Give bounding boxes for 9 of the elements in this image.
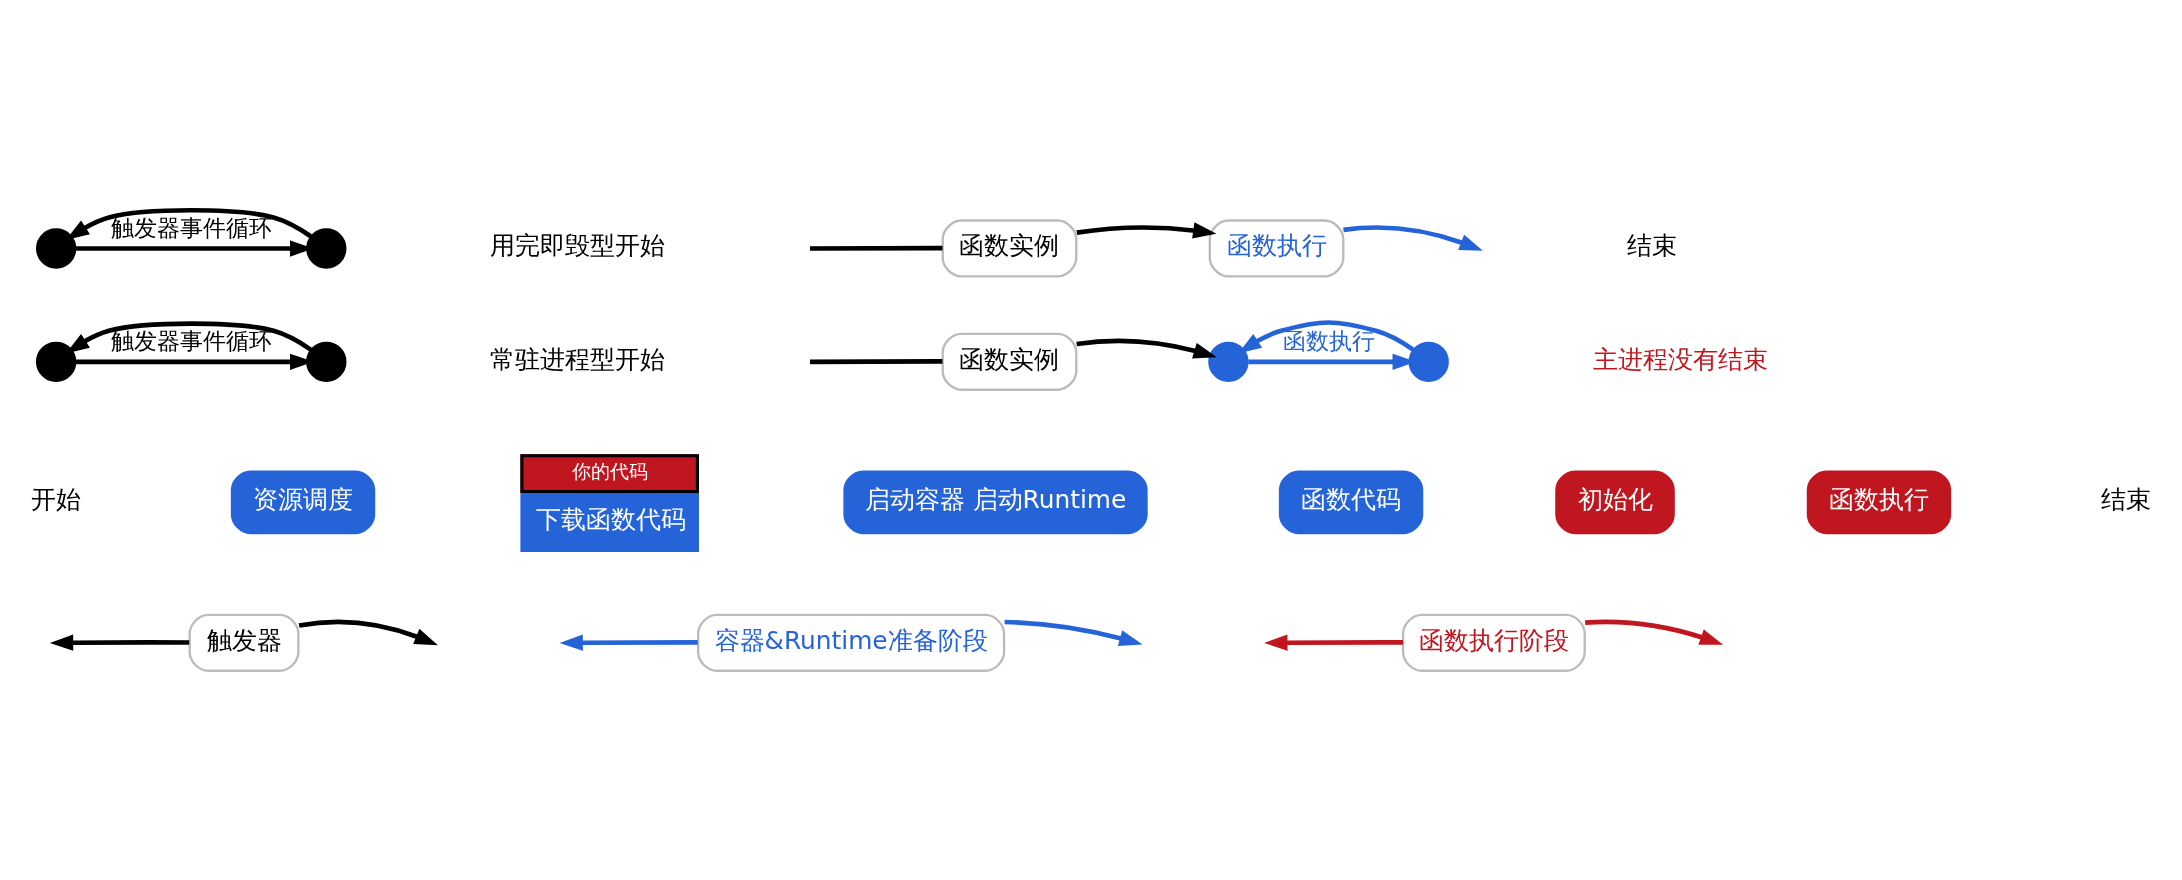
edge-label: 函数执行 [1282,326,1375,354]
node-text: 主进程没有结束 [1592,344,1768,374]
node-text: 结束 [1627,230,1678,260]
node-text: 常驻进程型开始 [490,344,666,374]
node-text: 结束 [2100,484,2151,514]
node-text: 开始 [31,484,82,514]
edge-label: 触发器事件循环 [110,213,272,241]
node-text: 用完即毁型开始 [490,230,666,260]
edge-label: 触发器事件循环 [110,326,272,354]
